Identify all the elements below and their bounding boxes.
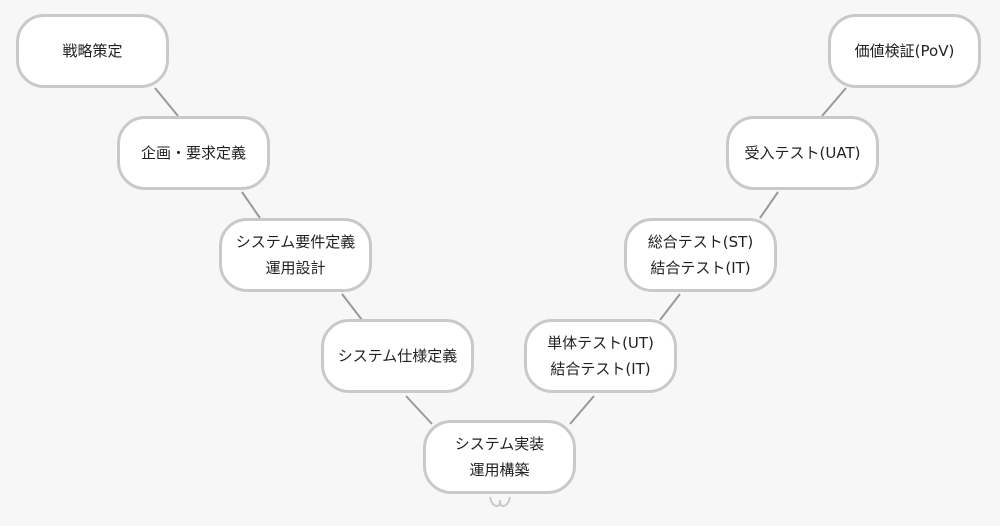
connector	[821, 87, 847, 117]
node-system-test[interactable]: 総合テスト(ST) 結合テスト(IT)	[624, 218, 777, 292]
connector	[405, 395, 433, 425]
node-implementation[interactable]: システム実装運用構築	[423, 420, 576, 494]
node-strategy[interactable]: 戦略策定	[16, 14, 169, 88]
node-acceptance-test[interactable]: 受入テスト(UAT)	[726, 116, 879, 190]
bottom-handle	[489, 496, 511, 508]
node-label: システム仕様定義	[337, 347, 458, 365]
connector	[154, 87, 179, 117]
node-label: 運用設計	[265, 259, 326, 277]
connector	[569, 395, 595, 425]
node-planning-requirements[interactable]: 企画・要求定義	[117, 116, 270, 190]
node-label: 企画・要求定義	[140, 144, 246, 162]
node-label: システム実装	[454, 435, 545, 453]
node-label: 価値検証(PoV)	[854, 42, 955, 60]
node-system-requirements[interactable]: システム要件定義運用設計	[219, 218, 372, 292]
connector	[341, 293, 363, 321]
node-value-verification[interactable]: 価値検証(PoV)	[828, 14, 981, 88]
node-label: 結合テスト(IT)	[550, 360, 651, 378]
node-label: 受入テスト(UAT)	[744, 144, 861, 162]
node-label: 結合テスト(IT)	[650, 259, 751, 277]
node-label: 総合テスト(ST)	[647, 233, 754, 251]
node-label: 単体テスト(UT)	[547, 334, 654, 352]
node-label: 運用構築	[469, 461, 530, 479]
node-label: システム要件定義	[235, 233, 356, 251]
node-unit-test[interactable]: 単体テスト(UT) 結合テスト(IT)	[524, 319, 677, 393]
connector	[241, 191, 261, 219]
node-system-spec[interactable]: システム仕様定義	[321, 319, 474, 393]
connector	[759, 191, 779, 219]
node-label: 戦略策定	[62, 42, 123, 60]
connector	[659, 293, 681, 321]
